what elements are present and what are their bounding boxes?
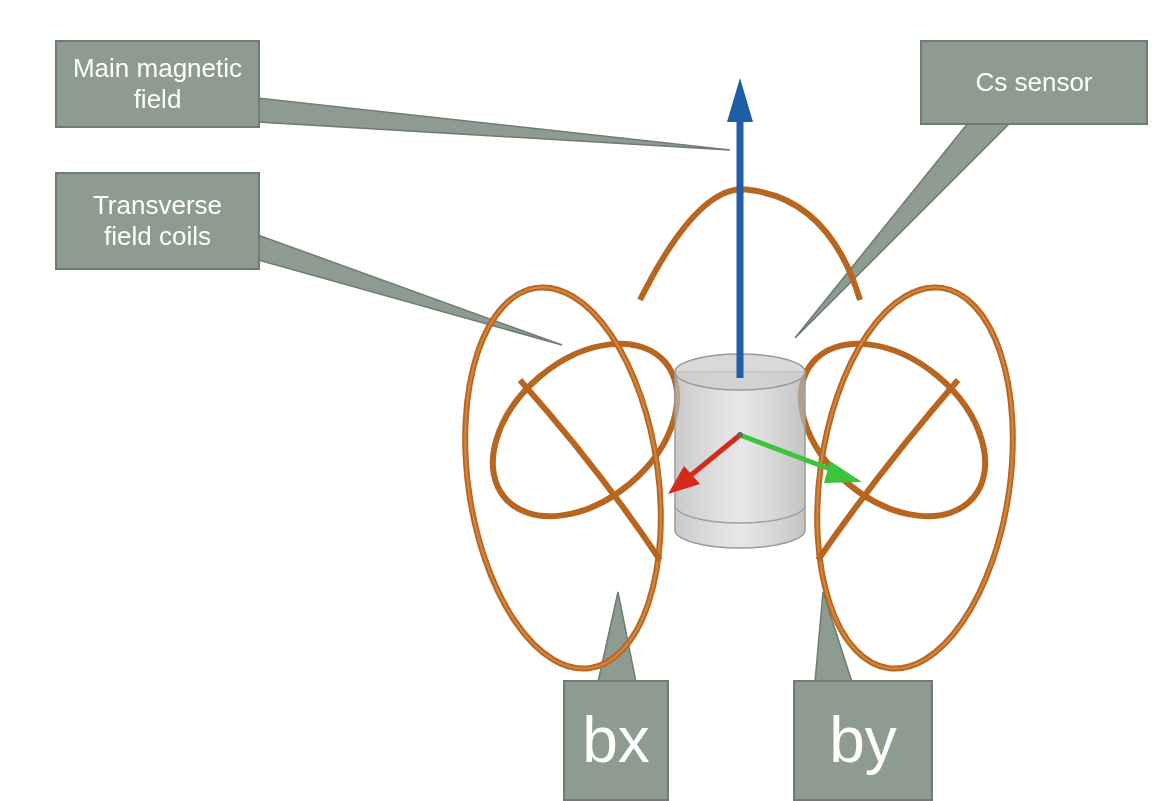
- callout-text: Main magnetic field: [67, 53, 248, 115]
- callout-box: Cs sensor: [920, 40, 1148, 125]
- callout-text: bx: [582, 702, 650, 779]
- callout-box: bx: [563, 680, 669, 801]
- callout-text: Transverse field coils: [67, 190, 248, 252]
- callout-box: Main magnetic field: [55, 40, 260, 128]
- callout-pointers: [258, 98, 1010, 682]
- callout-text: by: [829, 702, 897, 779]
- callout-box: by: [793, 680, 933, 801]
- axis-arrows: [668, 432, 862, 494]
- coil-front: [520, 380, 958, 560]
- main-field-arrow: [727, 78, 753, 378]
- callout-box: Transverse field coils: [55, 172, 260, 270]
- callout-text: Cs sensor: [975, 67, 1092, 98]
